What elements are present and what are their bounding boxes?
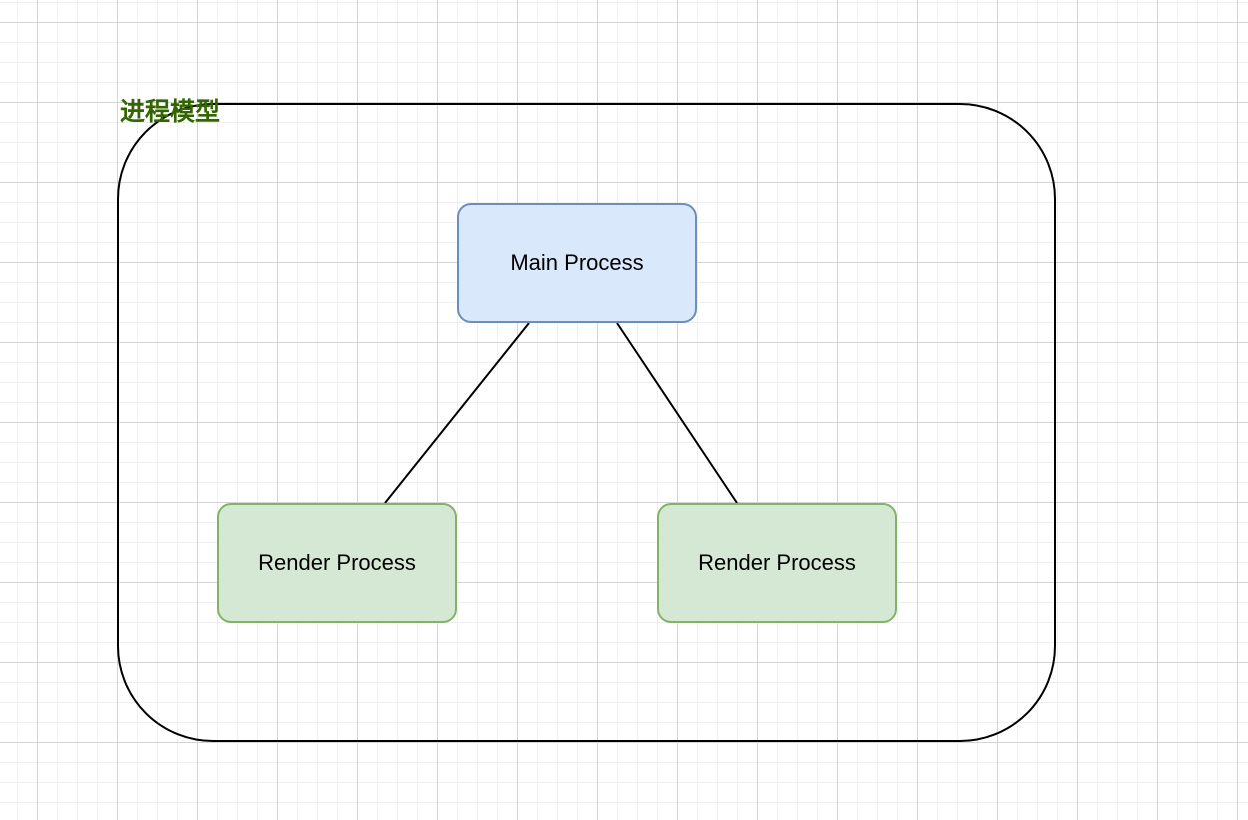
main-process-label: Main Process [510,250,644,275]
group-title: 进程模型 [120,97,221,126]
render-process-label-right: Render Process [698,550,856,575]
process-model-group[interactable] [117,103,1056,742]
render-process-label-left: Render Process [258,550,416,575]
render-process-node-left[interactable]: Render Process [217,503,457,623]
edge-main-to-render-right[interactable] [616,322,738,504]
main-process-node[interactable]: Main Process [457,203,697,323]
edge-main-to-render-left[interactable] [384,322,530,504]
render-process-node-right[interactable]: Render Process [657,503,897,623]
